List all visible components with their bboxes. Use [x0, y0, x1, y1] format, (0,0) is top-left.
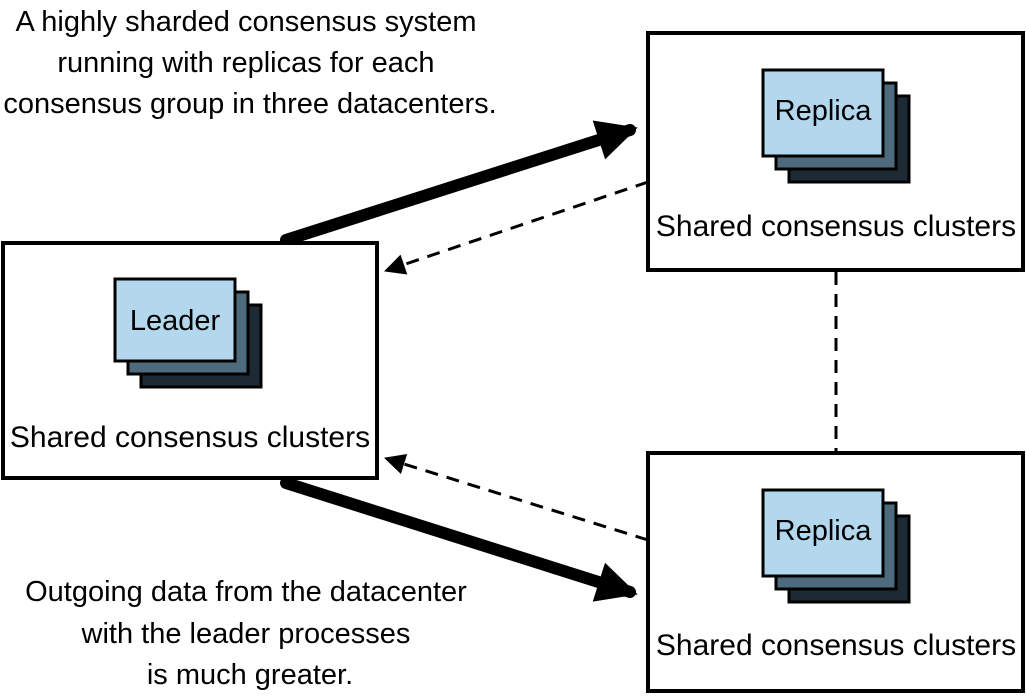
- leader-label: Leader: [130, 305, 221, 337]
- replica-cluster-bottom: Replica Shared consensus clusters: [646, 451, 1025, 693]
- caption-bottom-line-2: with the leader processes: [81, 618, 411, 650]
- replica-top-cluster-label: Shared consensus clusters: [656, 210, 1016, 243]
- arrow-leader-to-replica-top: [280, 120, 638, 246]
- leader-cluster: Leader Shared consensus clusters: [1, 241, 379, 480]
- leader-cluster-label: Shared consensus clusters: [10, 421, 370, 454]
- caption-bottom-line-1: Outgoing data from the datacenter: [25, 576, 467, 608]
- caption-bottom: Outgoing data from the datacenter with t…: [25, 576, 475, 691]
- replica-top-card: [761, 68, 885, 158]
- caption-top-line-1: A highly sharded consensus system: [15, 6, 476, 38]
- arrow-leader-to-replica-bottom: [280, 477, 638, 602]
- replica-bottom-cluster-label: Shared consensus clusters: [656, 629, 1016, 662]
- caption-top-line-3: consensus group in three datacenters.: [3, 88, 496, 120]
- caption-bottom-line-3: is much greater.: [147, 659, 353, 691]
- arrow-replica-top-to-leader: [384, 180, 649, 275]
- arrow-replica-bottom-to-leader: [383, 453, 649, 542]
- replica-top-label: Replica: [775, 95, 873, 127]
- replica-bottom-card: [761, 488, 885, 578]
- replica-cluster-top: Replica Shared consensus clusters: [646, 31, 1025, 272]
- caption-top: A highly sharded consensus system runnin…: [3, 6, 496, 120]
- replica-bottom-label: Replica: [775, 515, 873, 547]
- leader-card: [113, 277, 237, 363]
- caption-top-line-2: running with replicas for each: [57, 47, 434, 79]
